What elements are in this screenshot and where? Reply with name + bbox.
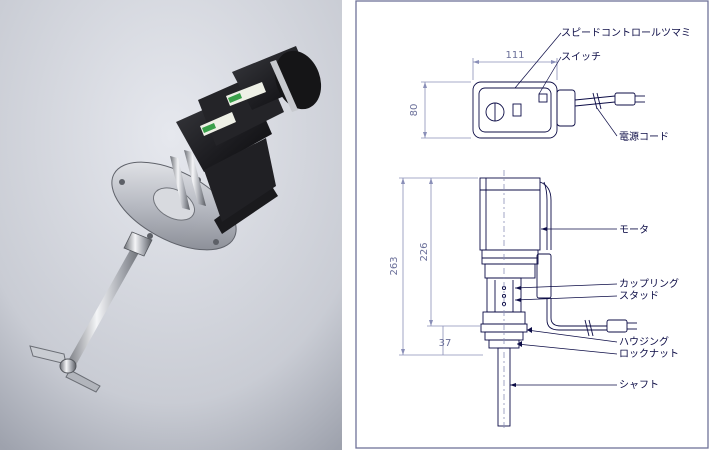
drawing-svg: 111 80 263 226 37 xyxy=(355,0,709,449)
dim-width-top: 111 xyxy=(505,50,524,61)
label-power-cord: 電源コード xyxy=(619,130,669,143)
technical-drawing: 111 80 263 226 37 xyxy=(355,0,710,450)
dim-upper-height: 226 xyxy=(419,242,430,261)
label-switch: スイッチ xyxy=(561,51,601,63)
photo-shaft xyxy=(64,236,146,372)
leader-lines xyxy=(510,32,618,386)
dim-total-height: 263 xyxy=(389,256,400,275)
label-shaft: シャフト xyxy=(619,380,659,391)
dimension-lines xyxy=(399,58,558,430)
label-lock-nut: ロックナット xyxy=(619,348,679,360)
label-motor: モータ xyxy=(619,224,649,236)
label-housing: ハウジング xyxy=(619,335,669,348)
dimension-arrows xyxy=(401,60,557,355)
leader-arrows xyxy=(510,227,547,387)
front-view xyxy=(479,177,637,427)
label-coupling: カップリング xyxy=(619,277,679,290)
stirrer-photo xyxy=(0,0,342,450)
product-photo xyxy=(0,0,342,450)
dim-lower-height: 37 xyxy=(439,338,452,349)
label-stud: スタッド xyxy=(619,290,659,302)
photo-paddle xyxy=(29,345,101,393)
dim-height-top: 80 xyxy=(409,104,420,117)
photo-motor xyxy=(176,46,322,234)
label-speed-knob: スピードコントロールツマミ xyxy=(561,27,691,39)
